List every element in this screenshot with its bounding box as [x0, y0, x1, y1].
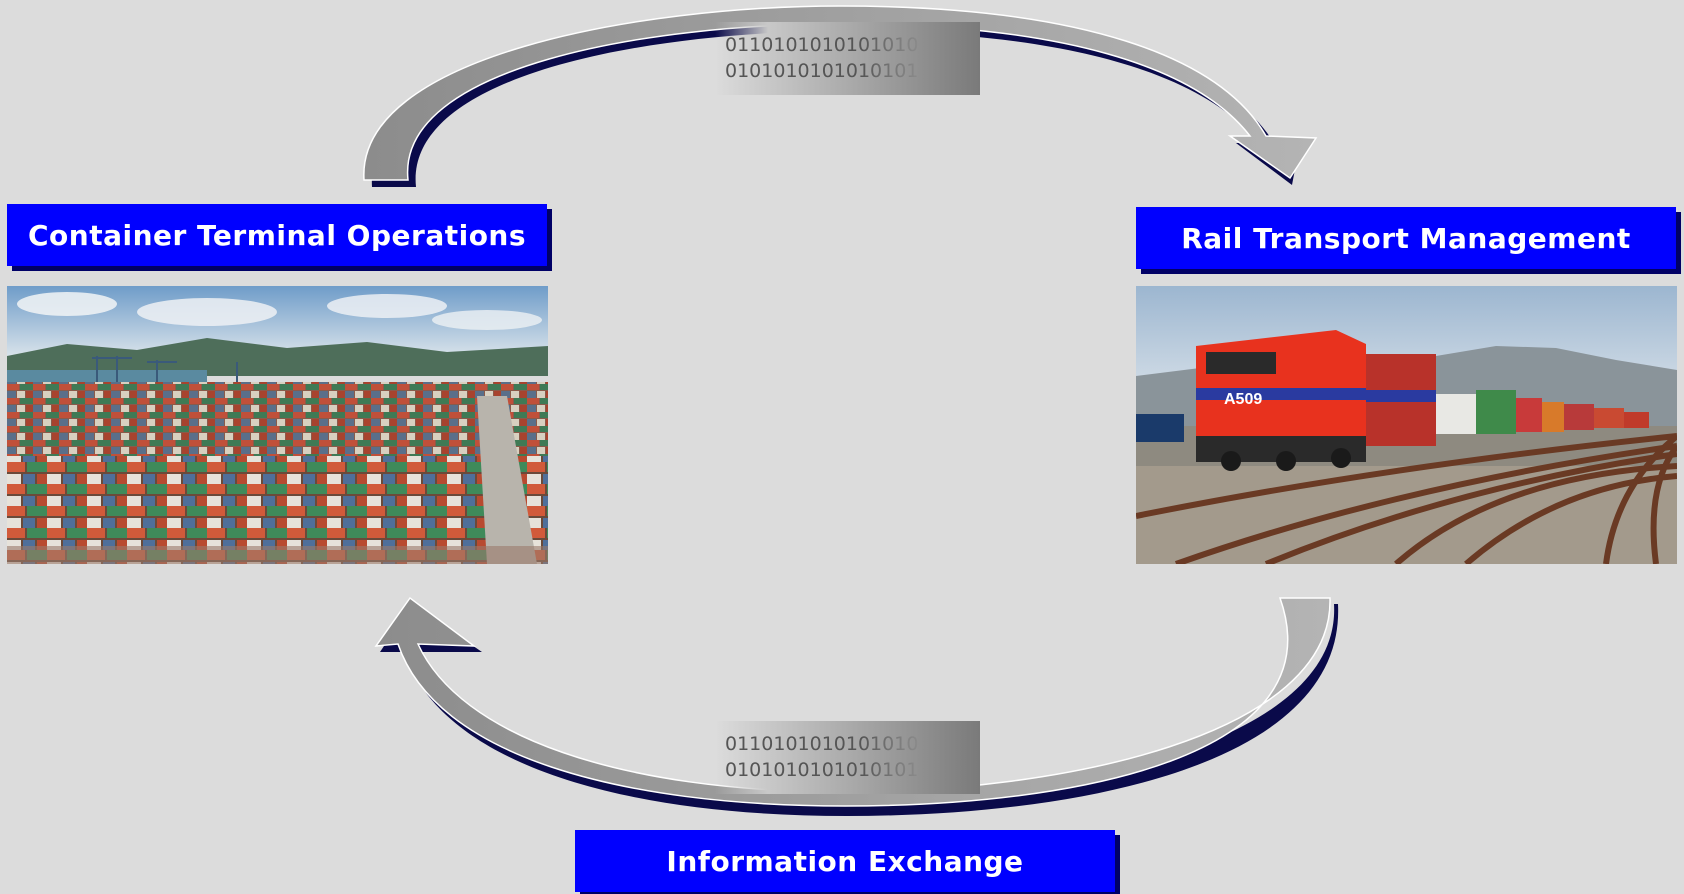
binary-line-1: 0110101010101010: [725, 34, 919, 56]
rail-train-photo: A509: [1136, 286, 1677, 564]
label-information-exchange: Information Exchange: [575, 830, 1115, 892]
binary-data-top: 0110101010101010 0101010101010101: [715, 22, 980, 95]
top-arrow: [363, 5, 1318, 187]
binary-line-2: 0101010101010101: [725, 60, 919, 82]
container-terminal-photo: [7, 286, 548, 564]
label-container-terminal: Container Terminal Operations: [7, 204, 547, 266]
bottom-arrow: [374, 596, 1339, 816]
binary-line-1: 0110101010101010: [725, 733, 919, 755]
locomotive-number: A509: [1224, 391, 1262, 408]
label-text: Container Terminal Operations: [27, 218, 527, 252]
binary-line-2: 0101010101010101: [725, 759, 919, 781]
binary-data-bottom: 0110101010101010 0101010101010101: [715, 721, 980, 794]
label-rail-transport: Rail Transport Management: [1136, 207, 1676, 269]
label-text: Rail Transport Management: [1181, 221, 1631, 255]
label-text: Information Exchange: [666, 844, 1024, 878]
